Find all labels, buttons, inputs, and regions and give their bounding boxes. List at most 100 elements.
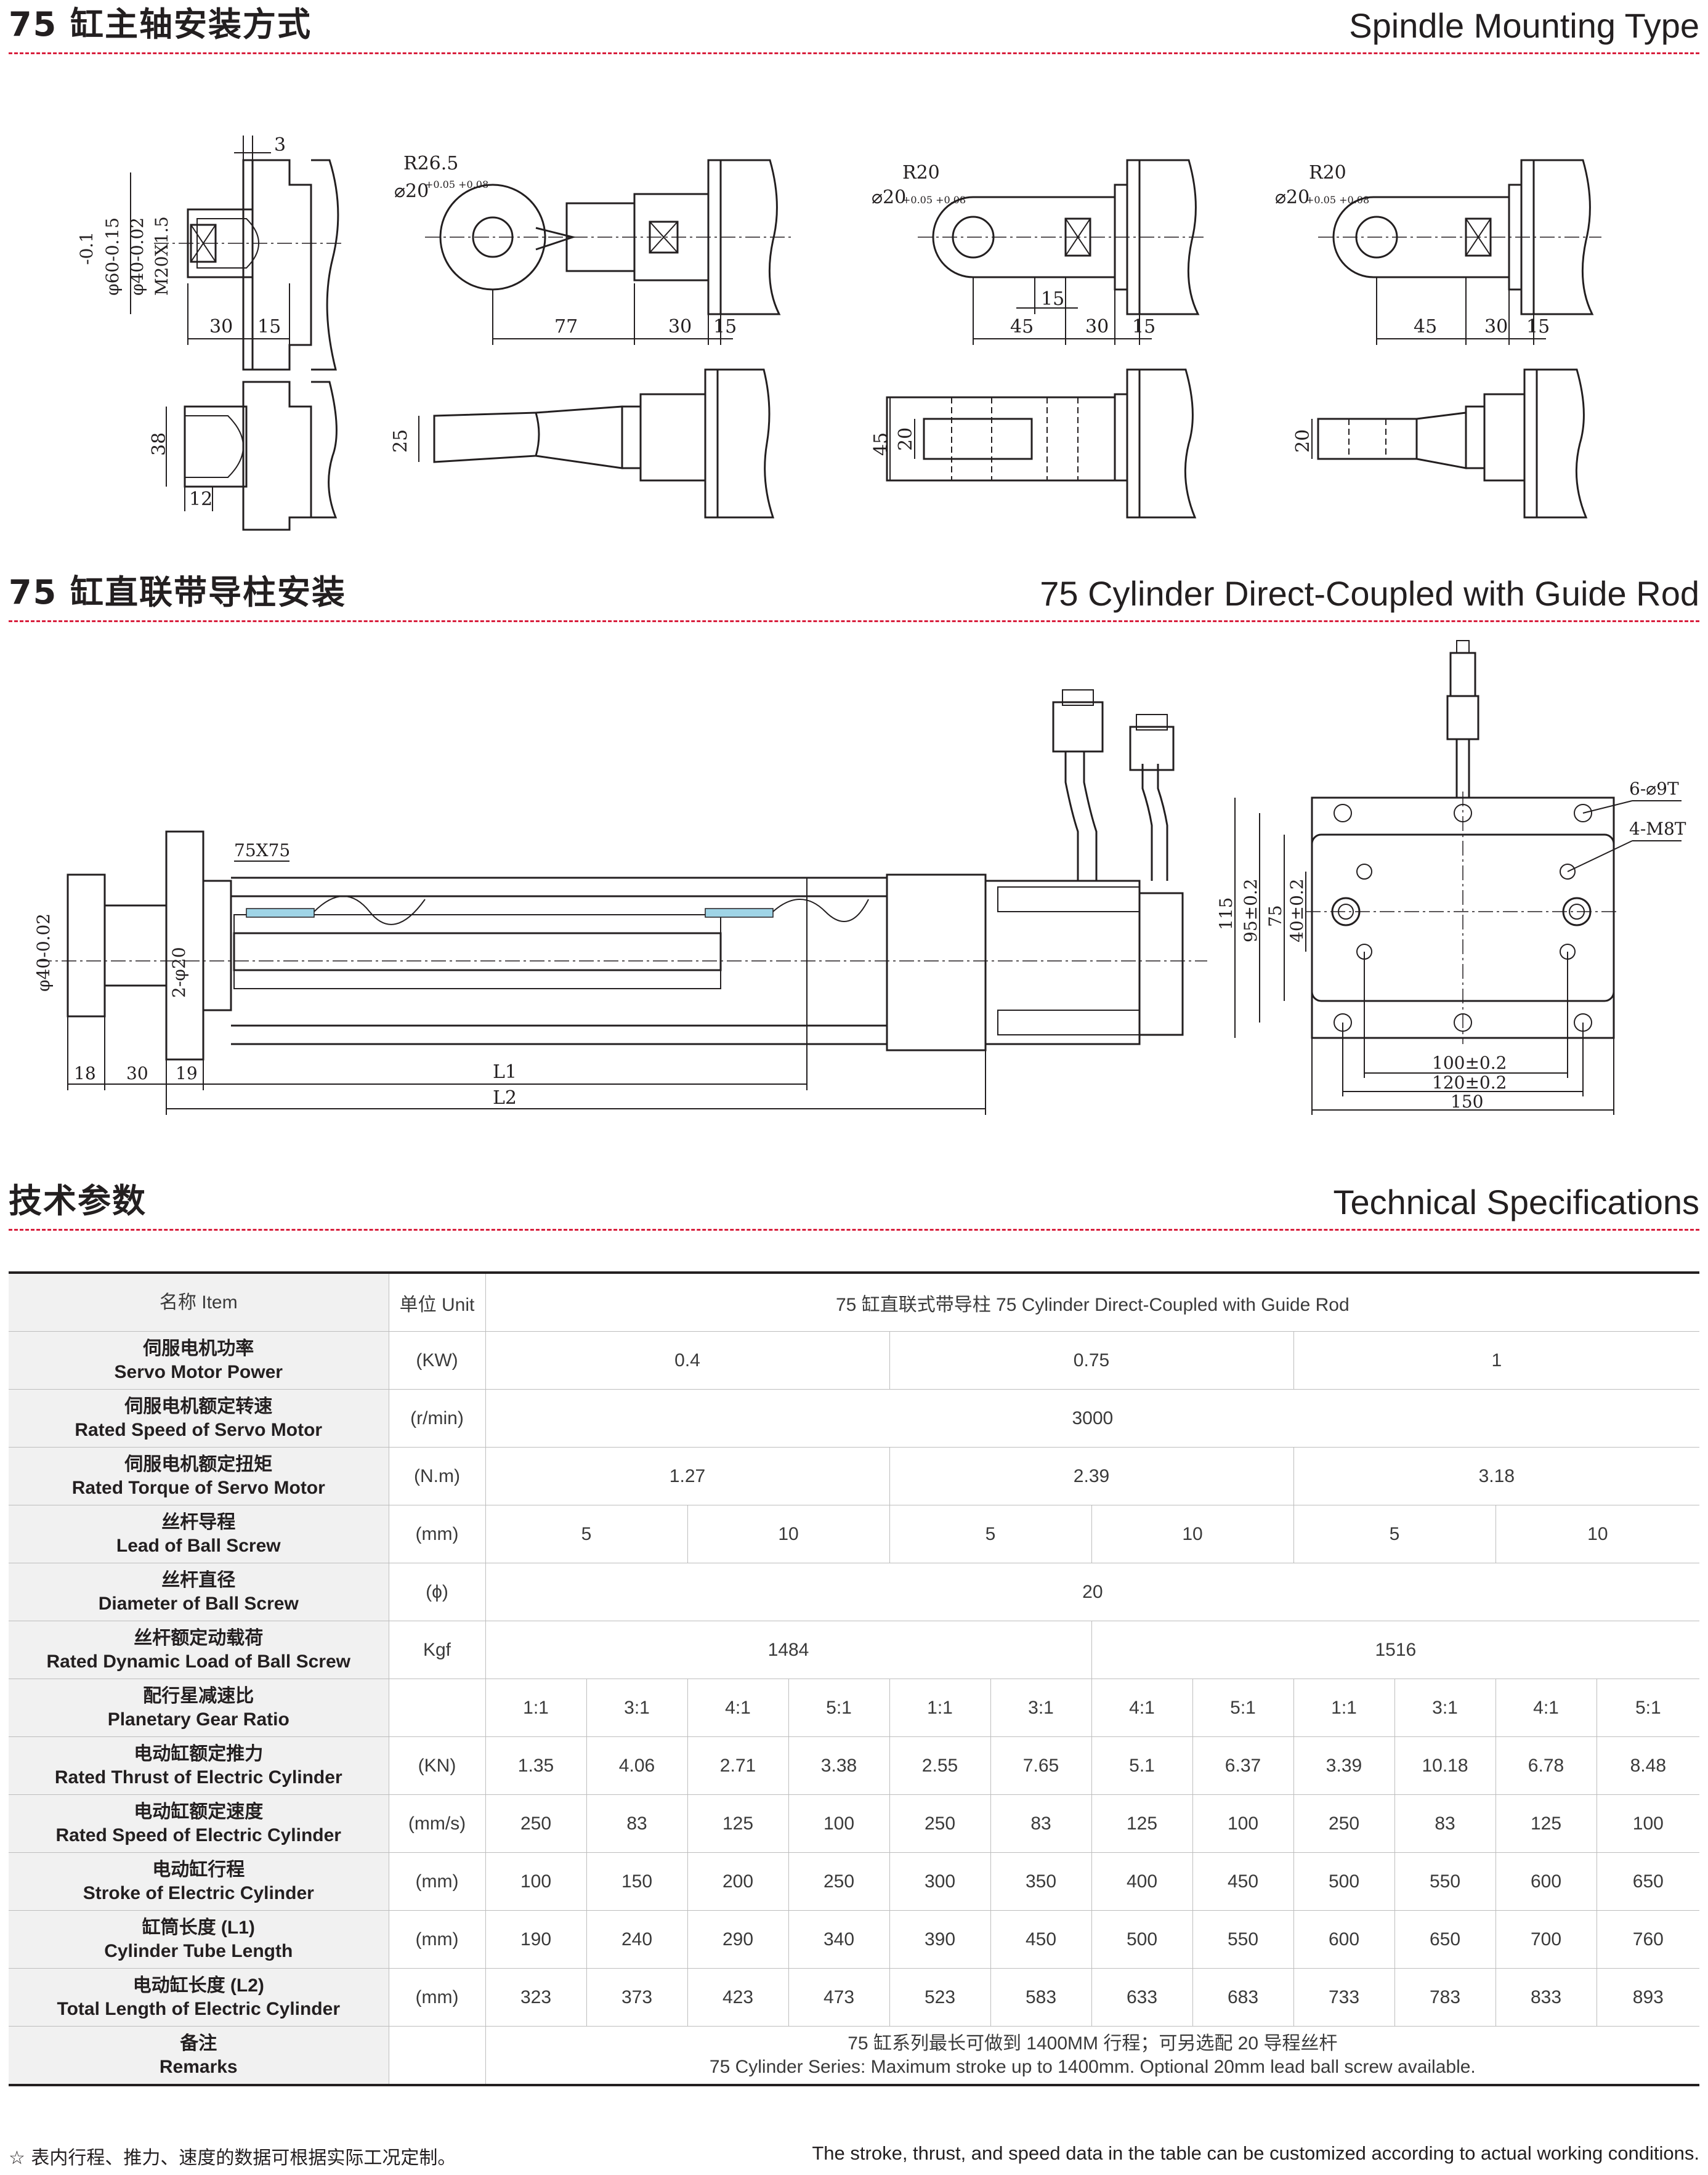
svg-text:40±0.2: 40±0.2 xyxy=(1287,878,1307,942)
table-cell: 1.27 xyxy=(485,1447,890,1505)
table-cell: 683 xyxy=(1192,1968,1294,2027)
svg-text:-0.1: -0.1 xyxy=(76,232,97,265)
table-cell: 20 xyxy=(485,1563,1700,1621)
section-title-en: Spindle Mounting Type xyxy=(1349,6,1699,45)
table-cell: 250 xyxy=(788,1852,890,1911)
table-cell: 250 xyxy=(485,1794,587,1853)
svg-text:L2: L2 xyxy=(493,1087,517,1109)
table-cell: 350 xyxy=(990,1852,1092,1911)
svg-text:R20: R20 xyxy=(902,162,940,184)
svg-text:15: 15 xyxy=(1132,316,1156,338)
table-cell: 83 xyxy=(1394,1794,1496,1853)
table-cell: 390 xyxy=(889,1910,991,1969)
table-cell: 5:1 xyxy=(788,1679,890,1737)
table-cell: 0.4 xyxy=(485,1331,890,1390)
table-cell: 125 xyxy=(687,1794,789,1853)
table-cell: 400 xyxy=(1091,1852,1193,1911)
table-cell: 6.37 xyxy=(1192,1736,1294,1795)
table-cell: 1484 xyxy=(485,1621,1092,1679)
footnote-en: The stroke, thrust, and speed data in th… xyxy=(812,2142,1699,2164)
svg-text:115: 115 xyxy=(1216,897,1236,930)
svg-text:45: 45 xyxy=(870,432,892,456)
svg-text:20: 20 xyxy=(1292,429,1314,453)
table-cell: 450 xyxy=(1192,1852,1294,1911)
spindle-drawing-internal-thread-side: 38 12 xyxy=(148,381,338,531)
svg-text:⌀20: ⌀20 xyxy=(872,187,906,208)
row-unit: (ϕ) xyxy=(388,1563,486,1621)
table-cell: 340 xyxy=(788,1910,890,1969)
table-cell: 2.55 xyxy=(889,1736,991,1795)
table-cell: 5:1 xyxy=(1596,1679,1700,1737)
table-cell: 473 xyxy=(788,1968,890,2027)
remark-line-en: 75 Cylinder Series: Maximum stroke up to… xyxy=(709,2056,1476,2077)
table-cell: 3:1 xyxy=(990,1679,1092,1737)
svg-text:30: 30 xyxy=(126,1063,148,1083)
table-cell: 5 xyxy=(889,1505,1092,1563)
svg-text:+0.05 +0.08: +0.05 +0.08 xyxy=(902,194,966,206)
table-cell: 1:1 xyxy=(889,1679,991,1737)
table-cell: 6.78 xyxy=(1495,1736,1597,1795)
table-cell: 650 xyxy=(1596,1852,1700,1911)
table-cell: 10 xyxy=(687,1505,890,1563)
svg-text:30: 30 xyxy=(209,316,233,338)
row-unit: (mm) xyxy=(388,1505,486,1563)
svg-text:+0.05 +0.08: +0.05 +0.08 xyxy=(1306,194,1369,206)
svg-text:4-M8T: 4-M8T xyxy=(1629,819,1686,839)
table-cell: 150 xyxy=(586,1852,688,1911)
header-model: 75 缸直联式带导柱 75 Cylinder Direct-Coupled wi… xyxy=(485,1271,1700,1332)
section-title-cn: 75 缸主轴安装方式 xyxy=(9,5,312,44)
spindle-drawing-internal-thread: 3 -0.1 φ60-0.15 φ40-0.02 M20X1.5 30 15 xyxy=(76,134,345,371)
table-cell: 600 xyxy=(1293,1910,1395,1969)
table-cell: 500 xyxy=(1293,1852,1395,1911)
table-cell: 650 xyxy=(1394,1910,1496,1969)
table-cell: 3000 xyxy=(485,1389,1700,1448)
svg-text:15: 15 xyxy=(713,316,737,338)
table-cell: 3:1 xyxy=(1394,1679,1496,1737)
table-cell: 550 xyxy=(1394,1852,1496,1911)
table-cell: 240 xyxy=(586,1910,688,1969)
svg-text:6-⌀9T: 6-⌀9T xyxy=(1629,779,1679,799)
table-cell: 4:1 xyxy=(1091,1679,1193,1737)
svg-text:12: 12 xyxy=(189,488,212,510)
svg-text:3: 3 xyxy=(274,134,286,156)
table-cell: 2.71 xyxy=(687,1736,789,1795)
table-cell: 783 xyxy=(1394,1968,1496,2027)
svg-text:75: 75 xyxy=(1265,905,1285,927)
table-cell: 323 xyxy=(485,1968,587,2027)
table-cell: 5.1 xyxy=(1091,1736,1193,1795)
table-cell: 4:1 xyxy=(687,1679,789,1737)
table-cell: 100 xyxy=(485,1852,587,1911)
svg-text:15: 15 xyxy=(1526,316,1550,338)
row-unit: (mm) xyxy=(388,1852,486,1911)
svg-text:150: 150 xyxy=(1451,1092,1483,1112)
svg-text:15: 15 xyxy=(257,316,281,338)
table-cell: 893 xyxy=(1596,1968,1700,2027)
svg-text:30: 30 xyxy=(1484,316,1508,338)
table-cell: 1:1 xyxy=(485,1679,587,1737)
table-cell: 760 xyxy=(1596,1910,1700,1969)
table-cell: 583 xyxy=(990,1968,1092,2027)
table-cell: 300 xyxy=(889,1852,991,1911)
svg-text:38: 38 xyxy=(148,432,170,456)
row-unit: Kgf xyxy=(388,1621,486,1679)
table-cell: 500 xyxy=(1091,1910,1193,1969)
section-title-cn: 技术参数 xyxy=(9,1181,147,1220)
row-unit xyxy=(388,1679,486,1737)
row-label: 电动缸长度 (L2)Total Length of Electric Cylin… xyxy=(9,1968,389,2027)
table-header-row: 名称 Item 单位 Unit 75 缸直联式带导柱 75 Cylinder D… xyxy=(9,1271,1700,1332)
table-cell: 733 xyxy=(1293,1968,1395,2027)
table-cell: 125 xyxy=(1091,1794,1193,1853)
